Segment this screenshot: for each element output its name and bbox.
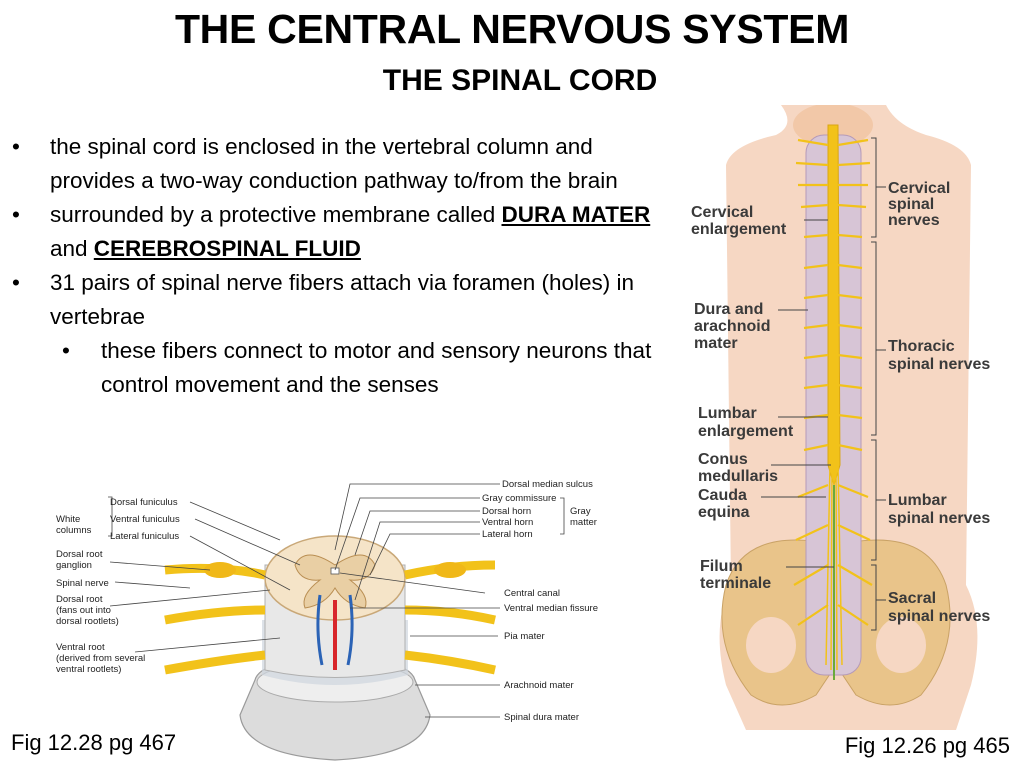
spinal-nerve-shape [404, 650, 496, 675]
bullet-item: • the spinal cord is enclosed in the ver… [12, 130, 684, 198]
pelvis-opening-shape [876, 617, 926, 673]
cervical-nerves-label: nerves [888, 212, 940, 229]
bullet-text-pre: surrounded by a protective membrane call… [50, 202, 502, 227]
spinal-nerves-figure: Cervical enlargement Dura and arachnoid … [686, 105, 1016, 730]
spinal-cord-shape [827, 124, 841, 487]
dorsal-root-ganglion-label: ganglion [56, 560, 92, 571]
cauda-equina-label: equina [698, 504, 750, 521]
dorsal-root-ganglion-label: Dorsal root [56, 549, 103, 560]
bullet-text: 31 pairs of spinal nerve fibers attach v… [50, 270, 635, 329]
sacral-nerves-label: spinal nerves [888, 608, 990, 625]
ventral-root-label: (derived from several [56, 653, 145, 664]
bullet-list: • the spinal cord is enclosed in the ver… [12, 130, 684, 402]
csf-term: CEREBROSPINAL FLUID [93, 236, 361, 261]
cauda-equina-label: Cauda [698, 487, 747, 504]
dorsal-root-label: dorsal rootlets) [56, 616, 119, 627]
ventral-median-fissure-label: Ventral median fissure [504, 603, 598, 614]
bullet-item: • surrounded by a protective membrane ca… [12, 198, 684, 266]
thoracic-nerves-label: Thoracic [888, 338, 955, 355]
filum-terminale-label: terminale [700, 575, 771, 592]
figure-caption: Fig 12.28 pg 467 [11, 730, 177, 755]
filum-terminale-label: Filum [700, 558, 743, 575]
dura-mater-term: DURA MATER [501, 202, 651, 227]
sacral-nerves-label: Sacral [888, 590, 936, 607]
dura-arachnoid-label: arachnoid [694, 318, 770, 335]
dura-arachnoid-label: Dura and [694, 301, 763, 318]
spinal-nerve-shape [404, 605, 496, 625]
bullet-dot: • [12, 270, 20, 295]
conus-medullaris-label: Conus [698, 451, 748, 468]
spinal-nerve-shape [164, 605, 266, 625]
ventral-horn-label: Ventral horn [482, 517, 533, 528]
arachnoid-mater-label: Arachnoid mater [504, 680, 574, 691]
central-canal-label: Central canal [504, 588, 560, 599]
lumbar-enlargement-label: Lumbar [698, 405, 757, 422]
spinal-dura-mater-label: Spinal dura mater [504, 712, 579, 723]
ventral-root-label: ventral rootlets) [56, 664, 121, 675]
lumbar-nerves-label: spinal nerves [888, 510, 990, 527]
central-canal-shape [330, 567, 340, 575]
cross-section-illustration: White columns Dorsal funiculus Ventral f… [56, 479, 598, 761]
dura-arachnoid-label: mater [694, 335, 738, 352]
lumbar-nerves-label: Lumbar [888, 492, 947, 509]
conus-medullaris-label: medullaris [698, 468, 778, 485]
spinal-nerve-shape [164, 650, 266, 675]
cross-section-figure: White columns Dorsal funiculus Ventral f… [50, 470, 620, 768]
cervical-enlargement-label: enlargement [691, 221, 787, 238]
figure-caption: Fig 12.26 pg 465 [844, 733, 1010, 758]
spinal-nerve-branches [793, 138, 873, 626]
vein-shape [346, 594, 354, 666]
left-leader-lines [108, 496, 301, 653]
dorsal-funiculus-label: Dorsal funiculus [110, 497, 178, 508]
bullet-dot: • [62, 338, 70, 363]
sub-bullet-item: • these fibers connect to motor and sens… [12, 334, 684, 402]
dorsal-root-label: Dorsal root [56, 594, 103, 605]
ventral-root-label: Ventral root [56, 642, 105, 653]
lateral-funiculus-label: Lateral funiculus [110, 531, 179, 542]
white-columns-label: columns [56, 525, 92, 536]
spinal-nerves-illustration: Cervical enlargement Dura and arachnoid … [691, 105, 990, 730]
white-columns-label: White [56, 514, 80, 525]
left-leader-lines [761, 219, 834, 568]
gray-matter-label: Gray [570, 506, 591, 517]
dorsal-horn-label: Dorsal horn [482, 506, 531, 517]
cervical-enlargement-label: Cervical [691, 204, 753, 221]
bullet-text-mid: and [50, 236, 94, 261]
lumbar-enlargement-label: enlargement [698, 423, 794, 440]
dorsal-root-label: (fans out into [56, 605, 111, 616]
pia-mater-label: Pia mater [504, 631, 545, 642]
cervical-nerves-label: spinal [888, 196, 934, 213]
slide-subtitle: THE SPINAL CORD [382, 64, 658, 97]
bullet-dot: • [12, 202, 20, 227]
gray-commissure-label: Gray commissure [482, 493, 556, 504]
spinal-nerve-label: Spinal nerve [56, 578, 109, 589]
vein-shape [316, 594, 324, 666]
pelvis-opening-shape [746, 617, 796, 673]
bullet-text: the spinal cord is enclosed in the verte… [50, 134, 618, 193]
sub-bullet-text: these fibers connect to motor and sensor… [101, 338, 652, 397]
bullet-dot: • [12, 134, 20, 159]
region-brackets [871, 137, 886, 631]
gray-matter-label: matter [570, 517, 597, 528]
dorsal-root-ganglion-shape [204, 562, 236, 578]
dorsal-median-sulcus-label: Dorsal median sulcus [502, 479, 593, 490]
bullet-item: • 31 pairs of spinal nerve fibers attach… [12, 266, 684, 334]
thoracic-nerves-label: spinal nerves [888, 356, 990, 373]
dorsal-root-ganglion-shape [434, 562, 466, 578]
lateral-horn-label: Lateral horn [482, 529, 533, 540]
slide-title: THE CENTRAL NERVOUS SYSTEM [174, 6, 850, 52]
cervical-nerves-label: Cervical [888, 180, 950, 197]
right-leader-lines [334, 483, 565, 718]
ventral-funiculus-label: Ventral funiculus [110, 514, 180, 525]
